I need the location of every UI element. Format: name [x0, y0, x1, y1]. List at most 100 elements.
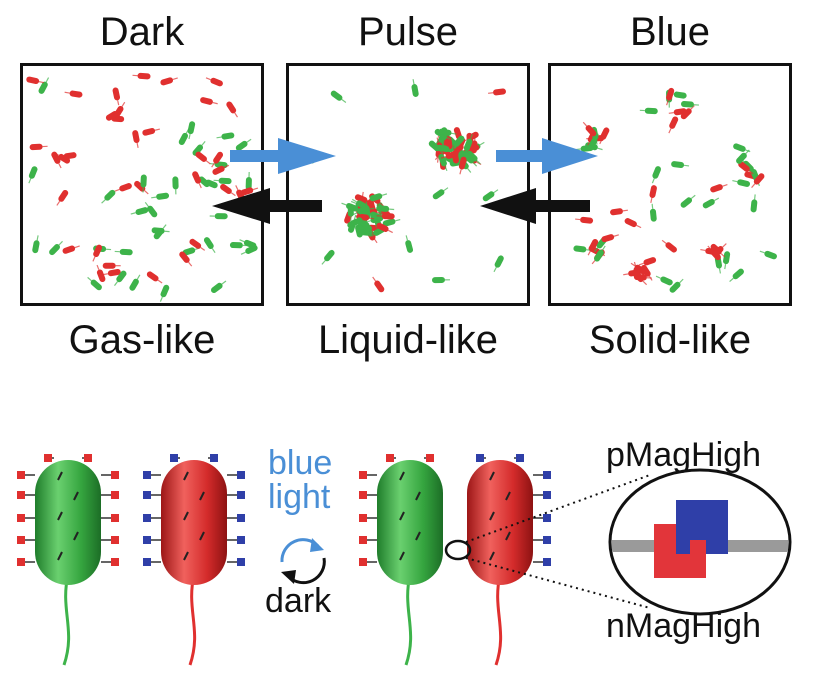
bacterium	[92, 244, 103, 262]
bacterium	[493, 255, 504, 273]
bacterium	[655, 275, 673, 286]
title-dark: Dark	[99, 10, 185, 54]
bacterium	[203, 237, 216, 254]
bacterium	[245, 171, 252, 190]
bacterium	[28, 166, 38, 184]
bacterium	[432, 187, 449, 200]
bacterium	[205, 77, 223, 87]
bacterium	[192, 140, 206, 156]
cell-green-bound	[359, 454, 443, 666]
bacterium	[661, 239, 677, 253]
bacterium	[587, 238, 599, 256]
light-label: light	[268, 478, 331, 516]
bacterium	[114, 183, 132, 192]
bacterium	[649, 203, 657, 222]
bacterium	[347, 215, 357, 233]
bacterium	[723, 251, 731, 270]
bacterium	[159, 284, 170, 302]
bacterium	[220, 184, 236, 197]
bacterium	[179, 251, 193, 267]
title-blue: Blue	[629, 10, 711, 54]
bacterium	[438, 153, 448, 172]
bacterium	[671, 161, 690, 168]
bacterium	[680, 194, 696, 208]
bacterium	[582, 121, 597, 137]
bacteria-gas	[26, 72, 259, 302]
bacterium	[146, 271, 163, 284]
bacterium	[160, 77, 178, 86]
bacterium	[38, 77, 50, 94]
bacterium	[751, 173, 765, 188]
bacterium	[463, 152, 478, 167]
bacterium	[482, 189, 499, 202]
bacterium	[440, 150, 459, 159]
blue-label: blue	[268, 444, 333, 482]
bacterium	[114, 270, 127, 286]
title-pulse: Pulse	[357, 10, 459, 54]
bacterium	[64, 90, 83, 98]
bacterium	[463, 133, 473, 152]
bacterium	[712, 243, 727, 257]
bacterium	[58, 152, 77, 160]
bacterium	[144, 201, 158, 218]
bacterium	[321, 249, 335, 265]
bacterium	[96, 264, 106, 283]
bacterium	[226, 101, 238, 118]
bacterium	[62, 245, 80, 254]
bacterium	[56, 189, 69, 206]
blue-arrow-dark-to-pulse	[230, 138, 336, 174]
bacterium	[470, 135, 478, 154]
blue-arrow-pulse-to-blue	[496, 138, 598, 174]
bacterium	[365, 211, 383, 221]
panel-dark	[20, 63, 264, 306]
phase-solid: Solid-like	[588, 318, 752, 362]
bacterium	[668, 108, 687, 116]
bacterium	[432, 276, 451, 284]
bacterium	[105, 109, 122, 121]
bacterium	[759, 250, 777, 260]
bacterium	[102, 269, 121, 277]
bacterium	[200, 97, 218, 105]
bacterium	[458, 156, 467, 175]
bacterium	[376, 222, 393, 234]
bacterium	[140, 174, 147, 193]
bacterium	[369, 193, 388, 202]
bacterium	[638, 257, 657, 266]
bacterium	[738, 161, 754, 175]
bacterium	[87, 276, 102, 291]
bacterium	[192, 171, 202, 189]
bacterium	[153, 224, 167, 240]
bacterium	[134, 180, 149, 195]
dark-label: dark	[265, 582, 332, 620]
bacterium	[352, 205, 370, 216]
bacterium	[466, 150, 481, 165]
bacterium	[240, 187, 259, 196]
bacterium	[101, 189, 116, 204]
panel-blue	[548, 63, 792, 306]
nmaghigh-label: nMagHigh	[606, 607, 761, 645]
bacterium	[189, 238, 206, 251]
bacterium	[710, 183, 728, 193]
bacterium	[575, 216, 594, 224]
bacterium	[376, 213, 395, 220]
bacterium	[132, 130, 140, 149]
protein-zoom-inset	[608, 468, 792, 616]
bacterium	[29, 143, 48, 151]
bacterium	[330, 90, 347, 103]
bacterium	[666, 87, 675, 106]
bacterium	[601, 234, 619, 243]
bacterium	[142, 127, 161, 136]
panel-pulse	[286, 63, 530, 306]
bacterium	[49, 240, 63, 256]
bacterium	[411, 79, 419, 97]
bacterium	[681, 101, 700, 108]
bacterium	[32, 235, 40, 254]
bacterium	[669, 278, 684, 293]
bacterium	[195, 151, 211, 165]
bacterium	[187, 121, 196, 140]
bacterium	[651, 166, 661, 184]
bacterium	[732, 179, 750, 187]
cell-green-single	[17, 454, 119, 666]
bacterium	[216, 132, 235, 140]
bacterium	[211, 280, 227, 294]
